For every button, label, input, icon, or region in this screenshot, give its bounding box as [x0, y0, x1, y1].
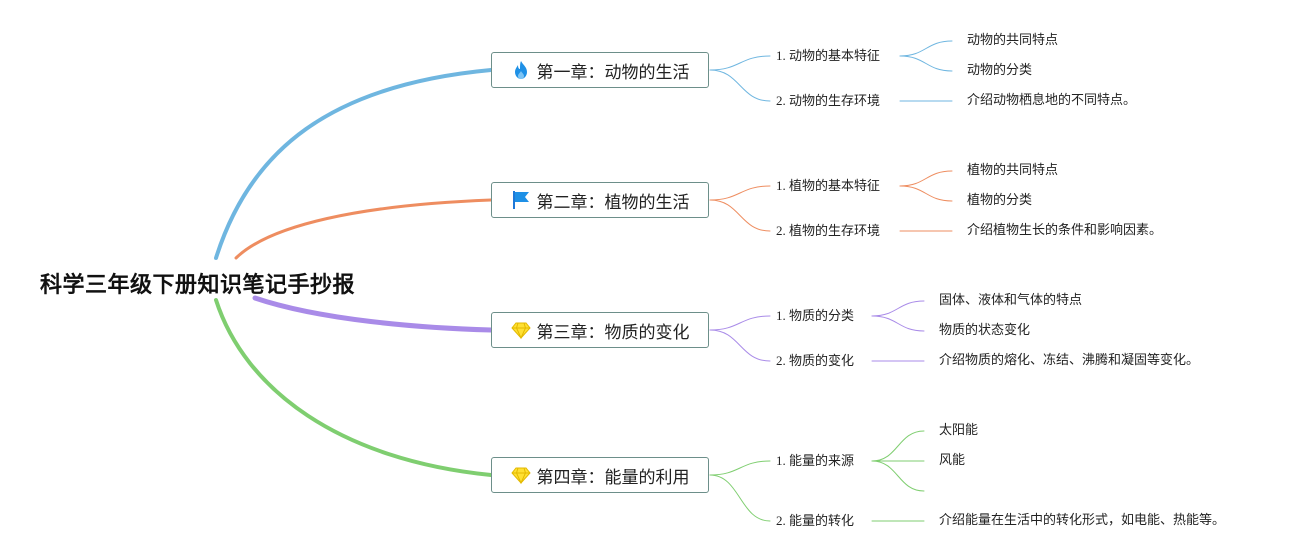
branch-4-2 — [709, 474, 771, 522]
root-title[interactable]: 科学三年级下册知识笔记手抄报 — [40, 273, 356, 298]
fire-icon — [511, 60, 531, 80]
trunk-chapter-2 — [234, 198, 493, 260]
section-title: 能量的转化 — [789, 514, 855, 529]
chapter-3-node[interactable]: 第三章：物质的变化 — [491, 312, 709, 348]
leaf-line-3-1-2 — [871, 315, 925, 332]
leaf-line-2-1-2 — [899, 185, 953, 202]
chapter-1-point-1[interactable]: 动物的共同特点 — [967, 33, 1059, 48]
branch-2-2 — [709, 199, 771, 232]
chapter-1-section-1[interactable]: 1. 动物的基本特征 — [776, 47, 880, 66]
branch-3-1 — [709, 315, 771, 331]
chapter-2-section-1[interactable]: 1. 植物的基本特征 — [776, 177, 880, 196]
chapter-2-node[interactable]: 第二章：植物的生活 — [491, 182, 709, 218]
diamond-icon — [510, 465, 531, 485]
branch-2-1 — [709, 185, 771, 201]
section-number: 1. — [776, 308, 786, 323]
section-title: 物质的变化 — [789, 354, 855, 369]
section-number: 2. — [776, 353, 786, 368]
diamond-icon — [510, 320, 531, 340]
chapter-1-title: 第一章：动物的生活 — [536, 62, 690, 83]
chapter-2-section-2[interactable]: 2. 植物的生存环境 — [776, 222, 880, 241]
section-number: 1. — [776, 48, 786, 63]
section-title: 植物的生存环境 — [789, 224, 881, 239]
chapter-2-point-3[interactable]: 介绍植物生长的条件和影响因素。 — [967, 223, 1163, 238]
chapter-1-point-3[interactable]: 介绍动物栖息地的不同特点。 — [967, 93, 1137, 108]
chapter-2-title: 第二章：植物的生活 — [536, 192, 690, 213]
chapter-4-node[interactable]: 第四章：能量的利用 — [491, 457, 709, 493]
chapter-3-section-2[interactable]: 2. 物质的变化 — [776, 352, 854, 371]
trunk-chapter-3 — [252, 295, 494, 333]
section-number: 1. — [776, 178, 786, 193]
section-number: 2. — [776, 93, 786, 108]
section-number: 1. — [776, 453, 786, 468]
branch-1-2 — [709, 69, 771, 102]
chapter-3-point-1[interactable]: 固体、液体和气体的特点 — [939, 293, 1083, 308]
chapter-4-point-2[interactable]: 风能 — [939, 453, 966, 468]
chapter-4-point-4[interactable]: 介绍能量在生活中的转化形式，如电能、热能等。 — [939, 513, 1226, 528]
chapter-1-section-2[interactable]: 2. 动物的生存环境 — [776, 92, 880, 111]
chapter-3-point-3[interactable]: 介绍物质的熔化、冻结、沸腾和凝固等变化。 — [939, 353, 1200, 368]
leaf-line-4-1-3 — [871, 460, 925, 492]
section-title: 植物的基本特征 — [789, 179, 881, 194]
chapter-1-point-2[interactable]: 动物的分类 — [967, 63, 1033, 78]
chapter-4-section-1[interactable]: 1. 能量的来源 — [776, 452, 854, 471]
chapter-1-node[interactable]: 第一章：动物的生活 — [491, 52, 709, 88]
trunk-chapter-1 — [214, 68, 493, 260]
leaf-line-2-1-1 — [899, 170, 953, 187]
chapter-4-section-2[interactable]: 2. 能量的转化 — [776, 512, 854, 531]
chapter-2-point-2[interactable]: 植物的分类 — [967, 193, 1033, 208]
section-title: 动物的基本特征 — [789, 49, 881, 64]
chapter-3-section-1[interactable]: 1. 物质的分类 — [776, 307, 854, 326]
section-title: 能量的来源 — [789, 454, 855, 469]
section-number: 2. — [776, 223, 786, 238]
section-title: 动物的生存环境 — [789, 94, 881, 109]
section-title: 物质的分类 — [789, 309, 855, 324]
chapter-2-point-1[interactable]: 植物的共同特点 — [967, 163, 1059, 178]
chapter-4-title: 第四章：能量的利用 — [536, 467, 690, 488]
chapter-4-point-1[interactable]: 太阳能 — [939, 423, 979, 438]
chapter-3-point-2[interactable]: 物质的状态变化 — [939, 323, 1031, 338]
leaf-line-1-1-1 — [899, 40, 953, 57]
branch-1-1 — [709, 55, 771, 71]
leaf-line-1-1-2 — [899, 55, 953, 72]
branch-4-1 — [709, 460, 771, 476]
chapter-3-title: 第三章：物质的变化 — [536, 322, 690, 343]
leaf-line-3-1-1 — [871, 300, 925, 317]
flag-icon — [511, 190, 531, 210]
trunk-chapter-4 — [214, 298, 493, 477]
section-number: 2. — [776, 513, 786, 528]
branch-3-2 — [709, 329, 771, 362]
leaf-line-4-1-1 — [871, 430, 925, 462]
